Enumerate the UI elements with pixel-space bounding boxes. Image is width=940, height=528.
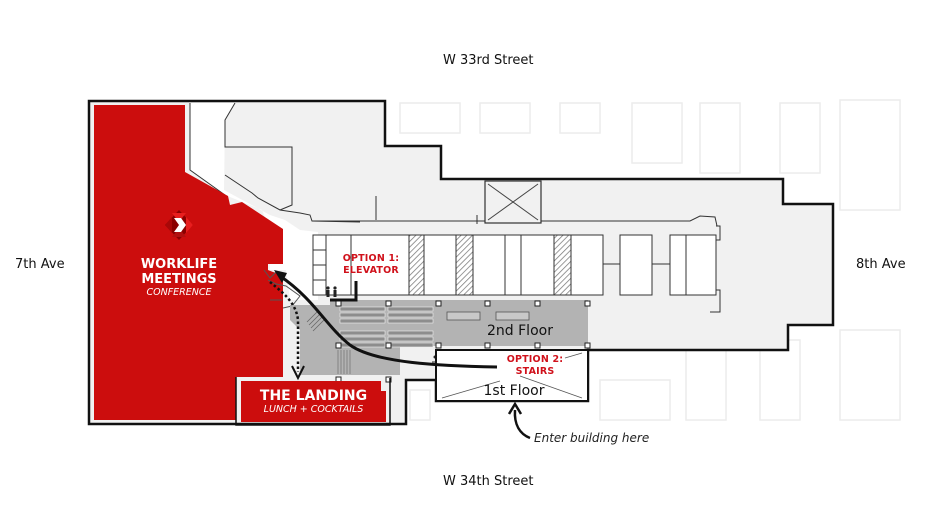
option2-line1: OPTION 2: <box>506 354 564 365</box>
entrance-arrow <box>513 409 531 440</box>
the-landing-area <box>241 381 386 422</box>
street-label-west: 7th Ave <box>15 257 65 272</box>
option2-label: OPTION 2: STAIRS <box>500 354 570 378</box>
conference-label: WORKLIFE MEETINGS CONFERENCE <box>125 257 233 299</box>
option2-line2: STAIRS <box>515 366 555 377</box>
conference-title-line1: WORKLIFE <box>140 257 218 272</box>
dotted-arrow-head-icon <box>291 365 305 381</box>
elevator-shaft <box>484 180 542 224</box>
second-floor-label: 2nd Floor <box>487 323 553 339</box>
street-label-east: 8th Ave <box>856 257 906 272</box>
landing-title: THE LANDING <box>259 388 368 404</box>
restroom-icon <box>326 286 337 297</box>
conference-subtitle: CONFERENCE <box>146 287 212 298</box>
landing-subtitle: LUNCH + COCKTAILS <box>263 404 364 415</box>
conference-title-line2: MEETINGS <box>141 272 217 287</box>
street-label-south: W 34th Street <box>443 474 534 489</box>
worklife-conference-area <box>94 105 283 420</box>
street-label-north: W 33rd Street <box>443 53 534 68</box>
option1-label: OPTION 1: ELEVATOR <box>336 253 406 277</box>
elevator-route-line <box>330 281 358 302</box>
first-floor-label: 1st Floor <box>483 383 545 399</box>
option1-line1: OPTION 1: <box>342 253 400 264</box>
landing-label: THE LANDING LUNCH + COCKTAILS <box>241 388 386 416</box>
option1-line2: ELEVATOR <box>343 265 399 276</box>
interior-walls-north <box>224 102 718 227</box>
second-floor-area <box>290 300 591 383</box>
landing-dotted-route <box>269 281 300 372</box>
meeting-rooms-row <box>312 225 721 313</box>
entrance-label: Enter building here <box>534 431 650 445</box>
first-floor-area <box>435 349 589 402</box>
worklife-logo-icon <box>165 210 193 240</box>
arrow-head-icon <box>274 270 287 283</box>
stairs-route-arrow <box>279 274 498 369</box>
